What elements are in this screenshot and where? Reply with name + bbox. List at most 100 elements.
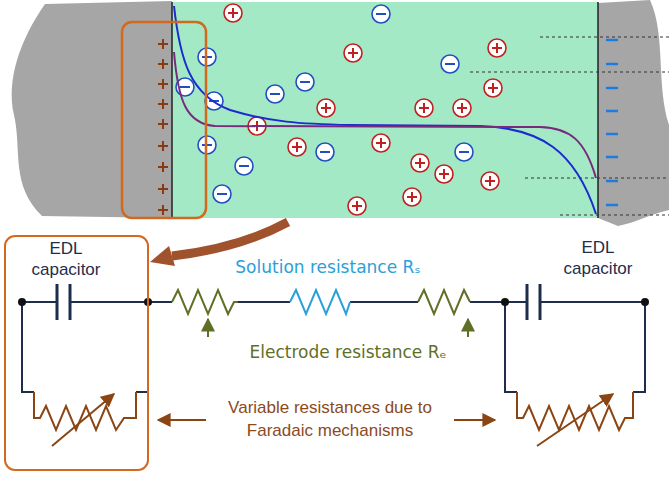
zoom-arrow [172,222,288,256]
ion-circle [441,55,459,73]
dotted-line [540,37,669,38]
resistor-symbol [418,290,470,314]
charge-sign [162,39,164,49]
cation [435,165,453,183]
ion-circle [411,154,429,172]
ion-sign [461,103,463,113]
anion [455,143,473,161]
resistance-label: Solution resistance Rₛ [235,256,420,279]
ion-circle [484,79,502,97]
ion-circle [224,4,242,22]
cation [317,99,335,117]
charge-sign [606,156,618,159]
electrode-charge [158,162,168,172]
electrode-charge [158,99,168,109]
variable-arrow [537,394,613,446]
ion-circle [316,143,334,161]
leader-arrow [467,319,469,337]
anion [266,85,284,103]
resistor-symbol [172,290,238,314]
cation [411,154,429,172]
ion-sign [419,158,421,168]
ion-sign [296,142,298,152]
interface-line [597,2,599,218]
right-electrode [598,0,669,226]
wire [22,302,645,392]
ion-sign [489,176,491,186]
ion-circle [288,138,306,156]
faradaic-label: Variable resistances due to Faradaic mec… [214,396,446,442]
electrode-charge [158,184,168,194]
charge-sign [162,79,164,89]
ion-sign [411,192,413,202]
ion-circle [453,99,471,117]
anion [372,5,390,23]
charge-sign [606,39,618,42]
ion-circle [213,185,231,203]
anion [235,157,253,175]
electrode-charge [158,119,168,129]
ion-sign [300,81,310,83]
electrode-charge [158,79,168,89]
ion-sign [459,151,469,153]
capacitor-symbol [57,284,540,320]
electrode-charge [158,59,168,69]
variable-resistor [517,392,633,430]
ion-circle [296,73,314,91]
charge-sign [606,87,618,90]
ion-circle [481,172,499,190]
cation [344,44,362,62]
ion-sign [496,43,498,53]
charge-sign [606,133,618,136]
ion-sign [376,13,386,15]
electrolyte [172,2,598,218]
ion-sign [239,165,249,167]
ion-circle [372,134,390,152]
ion-circle [435,165,453,183]
node-title: EDL capacitor [24,238,108,280]
component-label: EDL capacitor [556,237,640,279]
ion-sign [492,83,494,93]
anion [213,185,231,203]
charge-sign [162,162,164,172]
junction-dot [501,298,509,306]
variable-resistor [34,392,136,430]
anion [441,55,459,73]
ion-circle [235,157,253,175]
ion-circle [403,188,421,206]
ion-circle [266,85,284,103]
ion-sign [270,93,280,95]
ion-sign [380,138,382,148]
electrode-charge [158,39,168,49]
cation [224,4,242,22]
cation [488,39,506,57]
ions [158,4,618,215]
left-electrode [12,1,172,218]
resistor-symbol [290,290,350,314]
leader-arrow [207,319,209,337]
charge-sign [606,180,618,183]
charge-sign [606,204,618,207]
anion [296,73,314,91]
leader-arrow [158,419,206,421]
wire [22,301,645,303]
ion-circle [415,99,433,117]
electrode-charge [158,205,168,215]
highlight-box [122,22,206,218]
potential-curve [174,52,596,178]
variable-arrow [52,394,114,446]
ion-sign [320,151,330,153]
cation [484,79,502,97]
junction-dot [18,298,26,306]
charge-sign [162,119,164,129]
charge-sign [606,110,618,113]
cation [348,197,366,215]
potential-curve [174,6,596,214]
cation [403,188,421,206]
cation [372,134,390,152]
ion-sign [443,169,445,179]
charge-sign [162,184,164,194]
dotted-line [470,72,669,73]
charge-sign [606,63,618,66]
circuit [22,284,645,392]
